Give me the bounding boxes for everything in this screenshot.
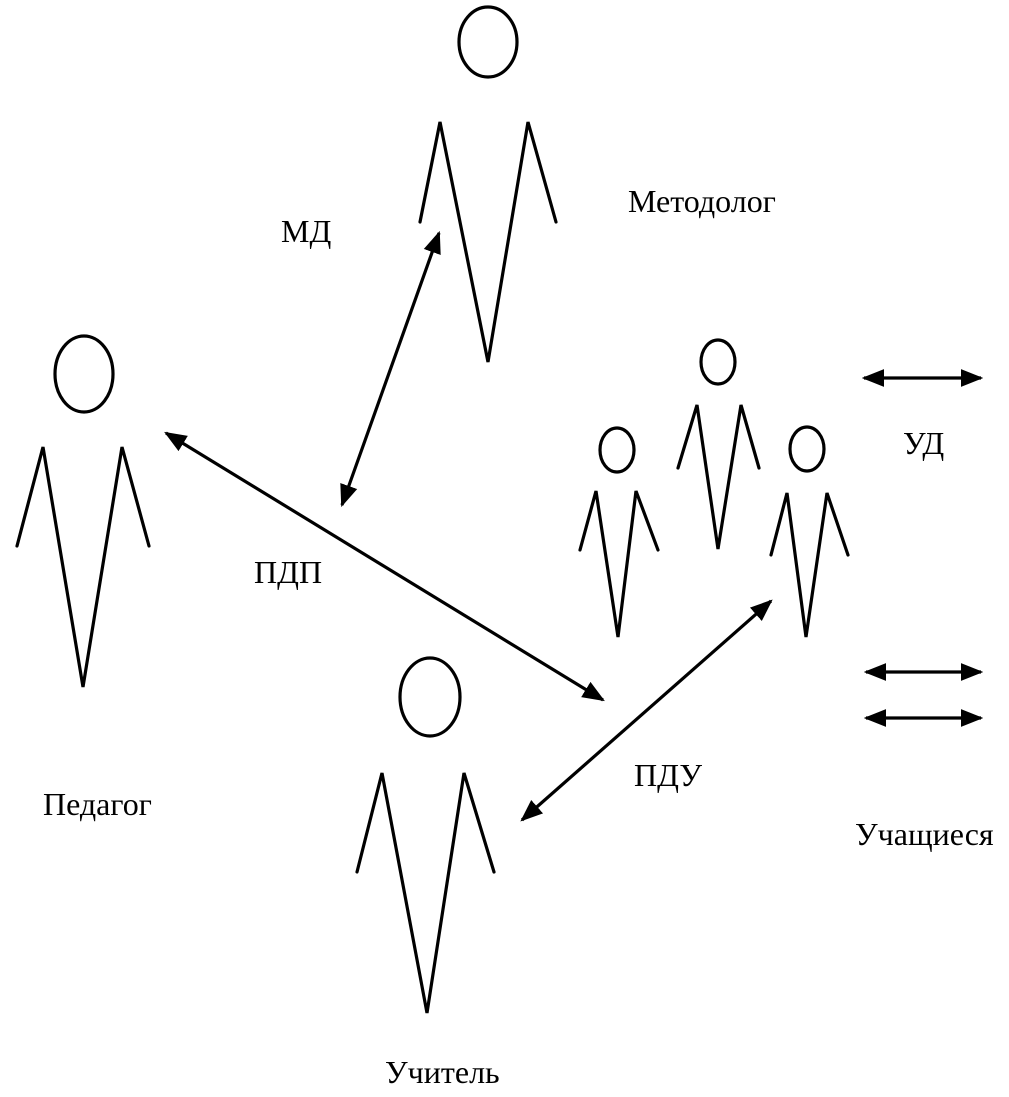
methodologist-figure-icon	[418, 5, 558, 363]
methodologist-label: Методолог	[628, 183, 776, 219]
md-double-arrow	[340, 230, 441, 508]
ud-label: УД	[903, 425, 944, 461]
teacher-figure-icon	[355, 656, 496, 1014]
teacher-label: Учитель	[385, 1054, 500, 1090]
pdu-label: ПДУ	[634, 757, 702, 793]
pedagogue-figure-icon	[15, 334, 151, 688]
student-figure-right-icon	[769, 425, 850, 638]
pdp-double-arrow	[164, 431, 605, 702]
pdp-label: ПДП	[254, 554, 322, 590]
pdu-double-arrow	[520, 599, 773, 822]
student-figure-left-icon	[578, 426, 660, 638]
pedagogue-label: Педагог	[43, 786, 152, 822]
md-label: МД	[281, 213, 331, 249]
student-figure-middle-icon	[676, 338, 761, 550]
students-label: Учащиеся	[855, 816, 994, 852]
students-group-icon	[578, 338, 850, 638]
